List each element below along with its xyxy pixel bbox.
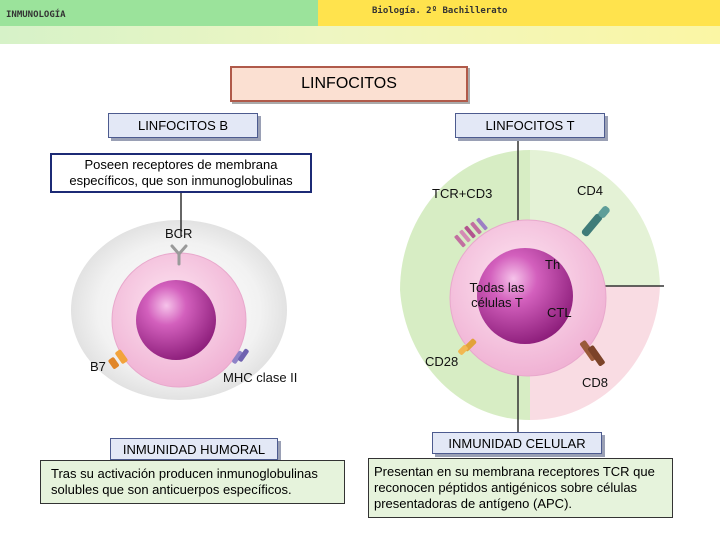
header-bar-right <box>318 0 720 26</box>
b-cells-description: Poseen receptores de membrana específico… <box>50 153 312 193</box>
cd28-label: CD28 <box>425 354 459 369</box>
mhc-receptor-icon <box>232 348 249 364</box>
b-cells-label: LINFOCITOS B <box>108 113 258 138</box>
t-cells-presentation-text: Presentan en su membrana receptores TCR … <box>368 458 673 518</box>
bcr-receptor-icon <box>170 244 188 266</box>
subheader-bar <box>0 26 720 44</box>
cellular-immunity-label: INMUNIDAD CELULAR <box>432 432 602 454</box>
cd28-receptor-icon <box>458 338 477 355</box>
header-section-title: INMUNOLOGÍA <box>6 10 66 20</box>
all-t-cells-line1: Todas las <box>469 280 525 295</box>
cd4-label: CD4 <box>577 183 604 198</box>
header-bar-left <box>0 0 318 26</box>
page-title: LINFOCITOS <box>230 66 468 102</box>
cd4-receptor-icon <box>581 206 610 237</box>
b-cell-nucleus <box>136 280 216 360</box>
bcr-label: BCR <box>165 226 193 241</box>
t-cell-nucleus <box>477 248 573 344</box>
tcr-cd3-receptor-icon <box>454 217 488 248</box>
b7-receptor-icon <box>108 349 128 369</box>
t-cells-label: LINFOCITOS T <box>455 113 605 138</box>
cd8-receptor-icon <box>580 340 605 366</box>
humoral-immunity-label: INMUNIDAD HUMORAL <box>110 438 278 460</box>
cd8-label: CD8 <box>582 375 609 390</box>
b7-label: B7 <box>90 359 106 374</box>
all-t-cells-line2: células T <box>471 295 523 310</box>
ctl-label: CTL <box>547 305 572 320</box>
mhc-label: MHC clase II <box>223 370 298 385</box>
tcr-cd3-label: TCR+CD3 <box>432 186 493 201</box>
header-course-title: Biología. 2º Bachillerato <box>372 6 508 16</box>
b-cells-activation-text: Tras su activación producen inmunoglobul… <box>40 460 345 504</box>
th-label: Th <box>545 257 561 272</box>
